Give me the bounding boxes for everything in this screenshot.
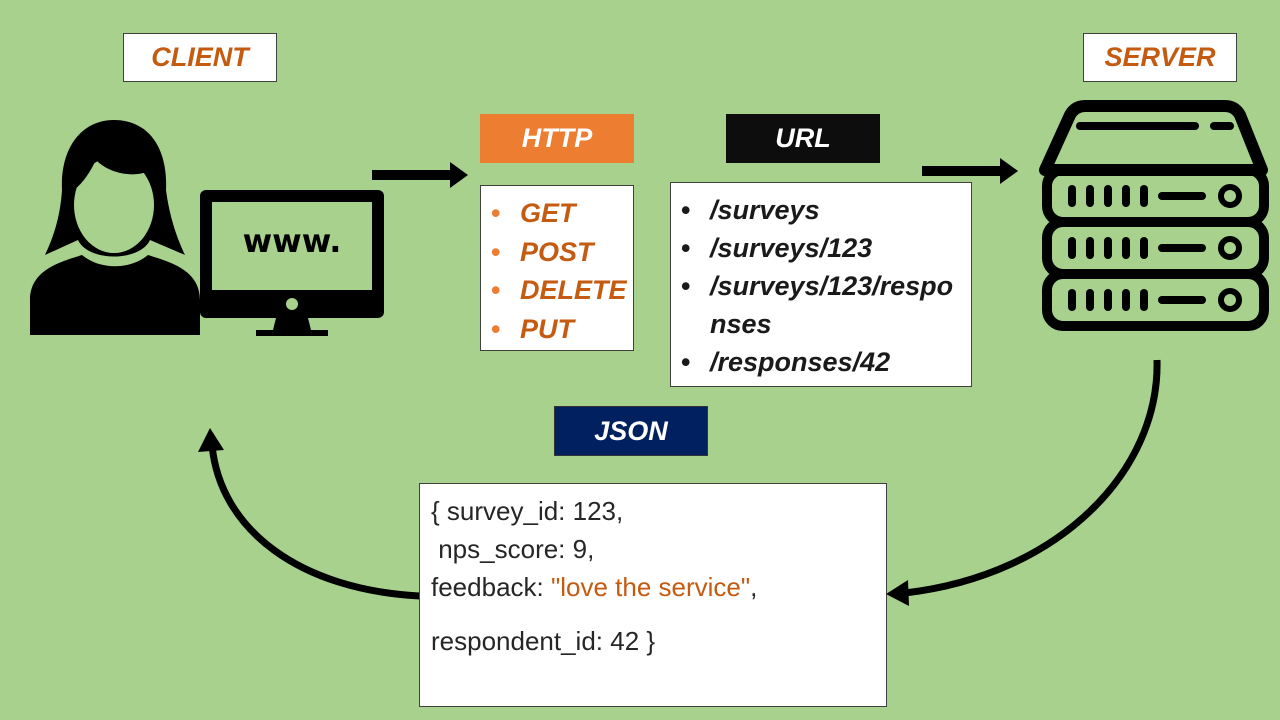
url-item: /surveys/123: [679, 229, 960, 267]
json-line: nps_score: 9,: [431, 534, 595, 564]
client-label: CLIENT: [123, 33, 277, 82]
http-method-item: GET: [489, 194, 633, 233]
http-method-item: POST: [489, 233, 633, 272]
http-method-item: PUT: [489, 310, 633, 349]
http-label: HTTP: [480, 114, 634, 163]
monitor-text: www.: [242, 222, 342, 260]
arrow-url-to-server: [922, 158, 1018, 184]
user-icon: [30, 120, 200, 335]
json-line: feedback: "love the service",: [431, 568, 886, 606]
server-icon: [1039, 100, 1269, 331]
monitor-icon: [200, 190, 384, 336]
arrow-server-to-json: [886, 359, 1161, 606]
json-key: feedback:: [431, 572, 551, 602]
json-line: { survey_id: 123,: [431, 496, 624, 526]
http-method-item: DELETE: [489, 271, 633, 310]
json-punctuation: ,: [750, 572, 758, 602]
json-payload-box: { survey_id: 123, nps_score: 9, feedback…: [419, 483, 887, 707]
url-item: /surveys/123/responses: [679, 267, 960, 343]
url-list-box: /surveys /surveys/123 /surveys/123/respo…: [670, 182, 972, 387]
arrow-client-to-http: [372, 162, 468, 188]
json-string-value: "love the service": [550, 572, 751, 602]
server-label: SERVER: [1083, 33, 1237, 82]
arrow-json-to-client: [198, 428, 421, 600]
json-line: respondent_id: 42 }: [431, 626, 656, 656]
url-label: URL: [726, 114, 880, 163]
http-methods-box: GET POST DELETE PUT: [480, 185, 634, 351]
url-item: /responses/42: [679, 343, 960, 381]
json-label: JSON: [554, 406, 708, 456]
url-item: /surveys: [679, 191, 960, 229]
